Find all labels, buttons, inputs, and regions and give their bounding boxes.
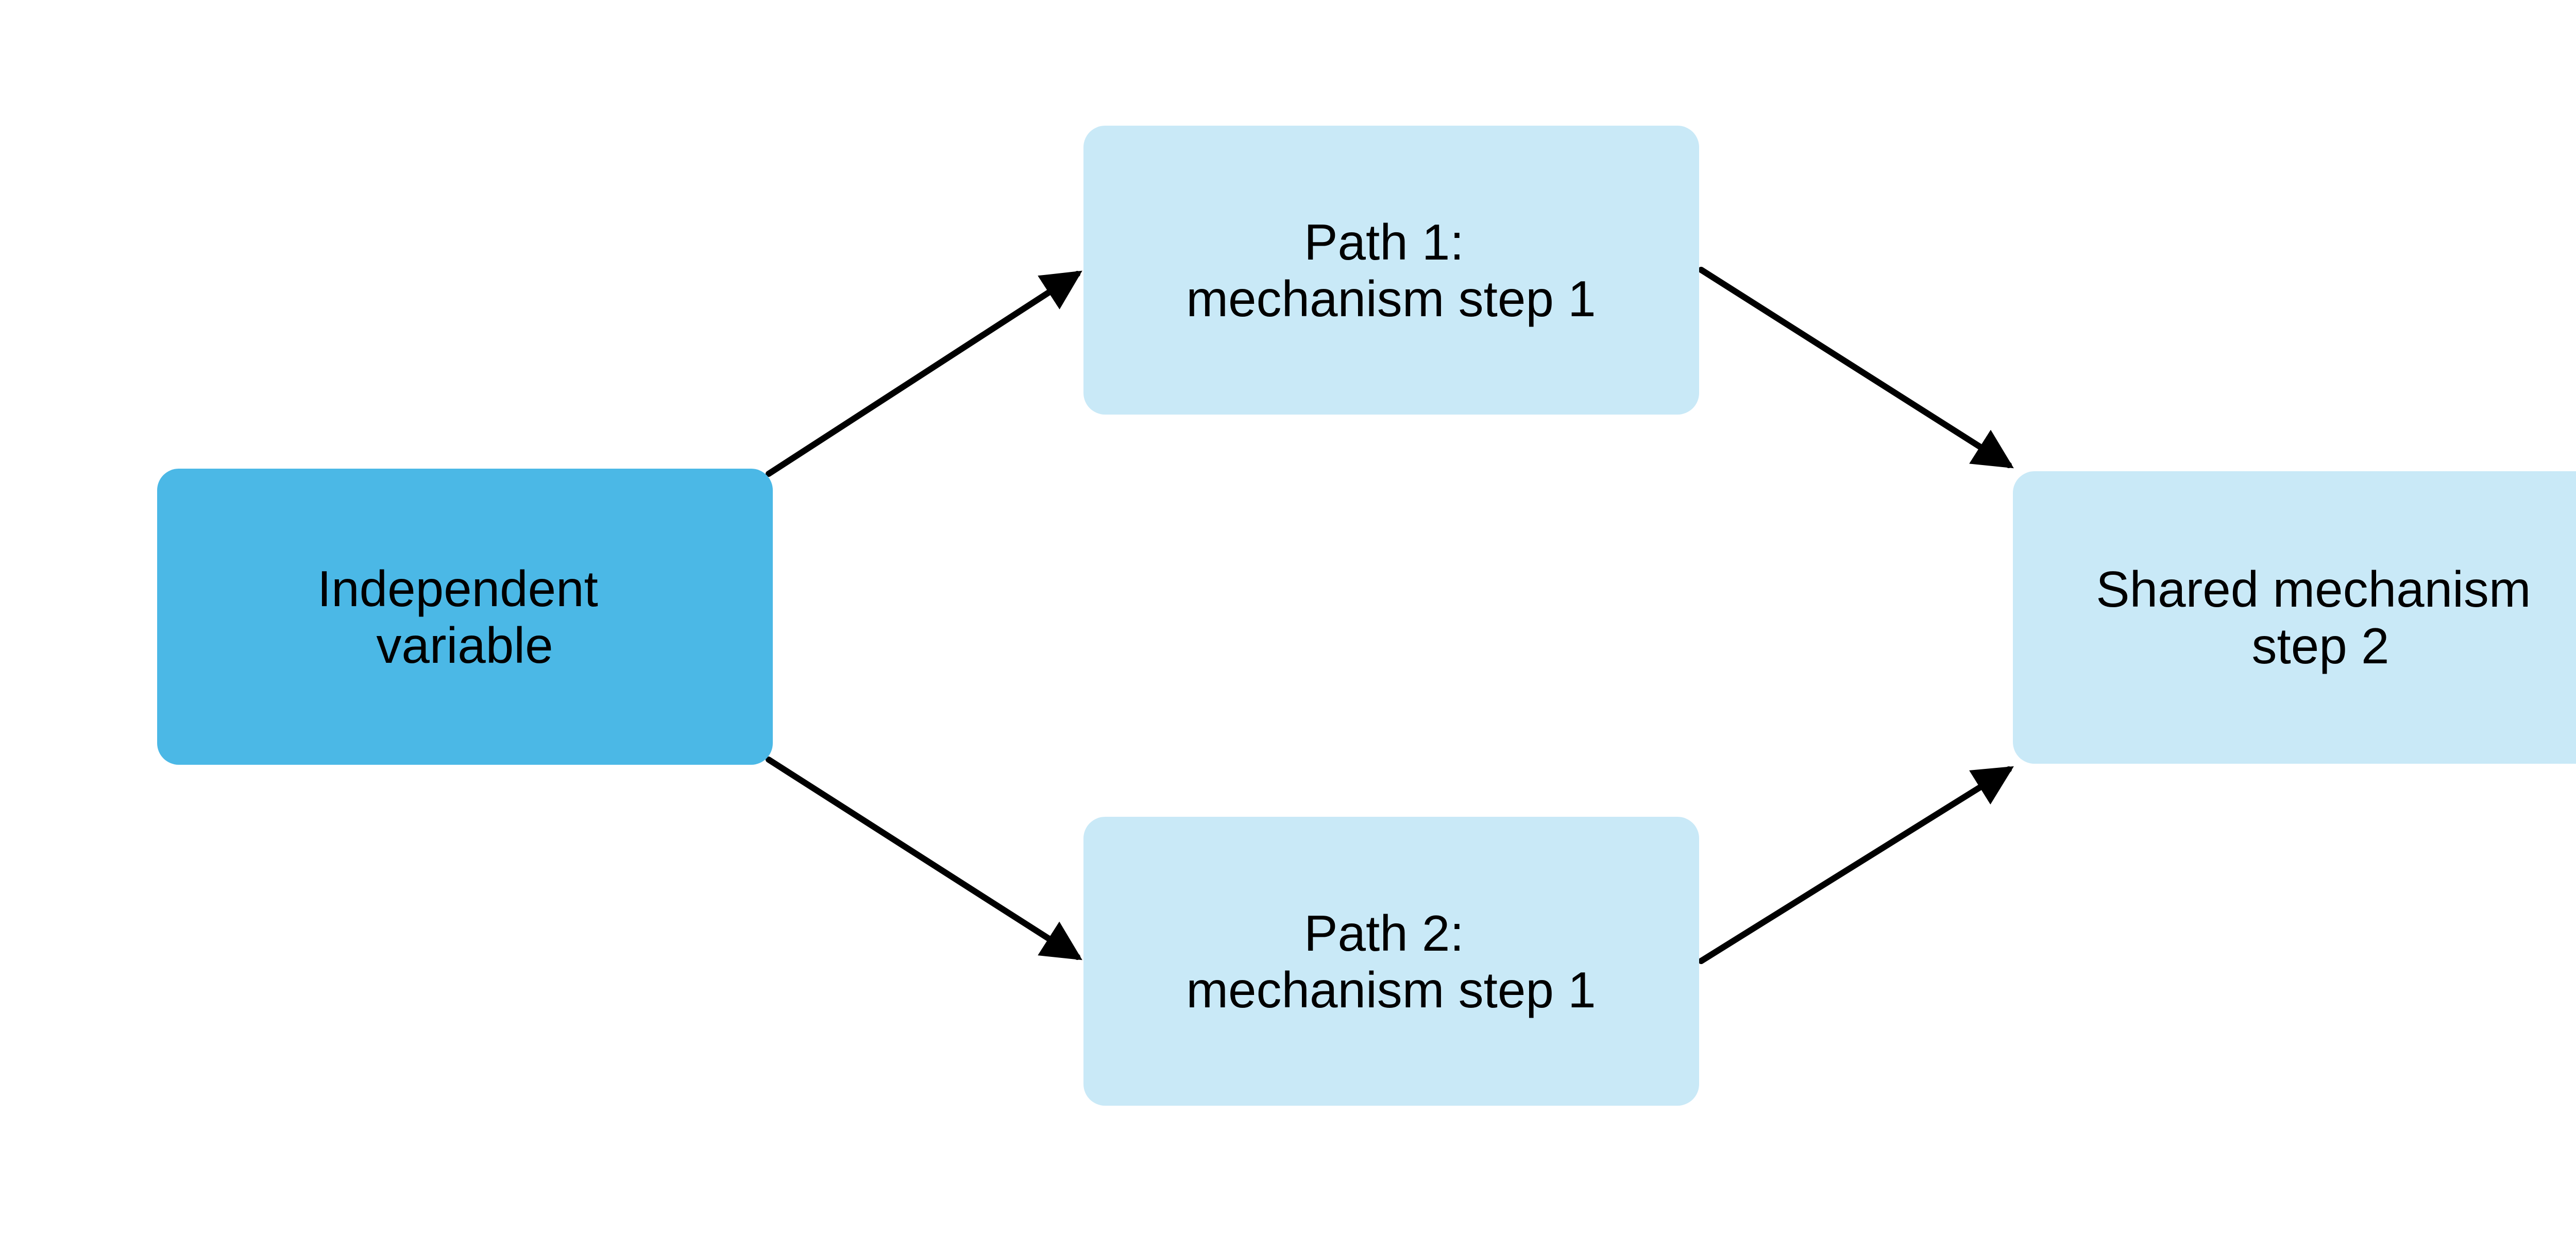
node-shared-mechanism-step2-label: Shared mechanism step 2 (2096, 561, 2545, 674)
node-path1-mechanism-step1-label: Path 1: mechanism step 1 (1186, 214, 1596, 327)
edge-path2-to-shared (1698, 766, 2014, 964)
edge-path1-to-shared (1698, 267, 2014, 469)
node-path2-mechanism-step1-label: Path 2: mechanism step 1 (1186, 905, 1596, 1018)
node-shared-mechanism-step2 (2013, 471, 2576, 764)
node-path2-mechanism-step1 (1083, 817, 1699, 1106)
node-independent-variable (157, 469, 773, 765)
edge-independent-to-path1 (766, 270, 1082, 477)
node-independent-variable-label: Independent variable (317, 560, 612, 674)
edge-independent-to-path2 (766, 757, 1082, 960)
node-path1-mechanism-step1 (1083, 126, 1699, 415)
